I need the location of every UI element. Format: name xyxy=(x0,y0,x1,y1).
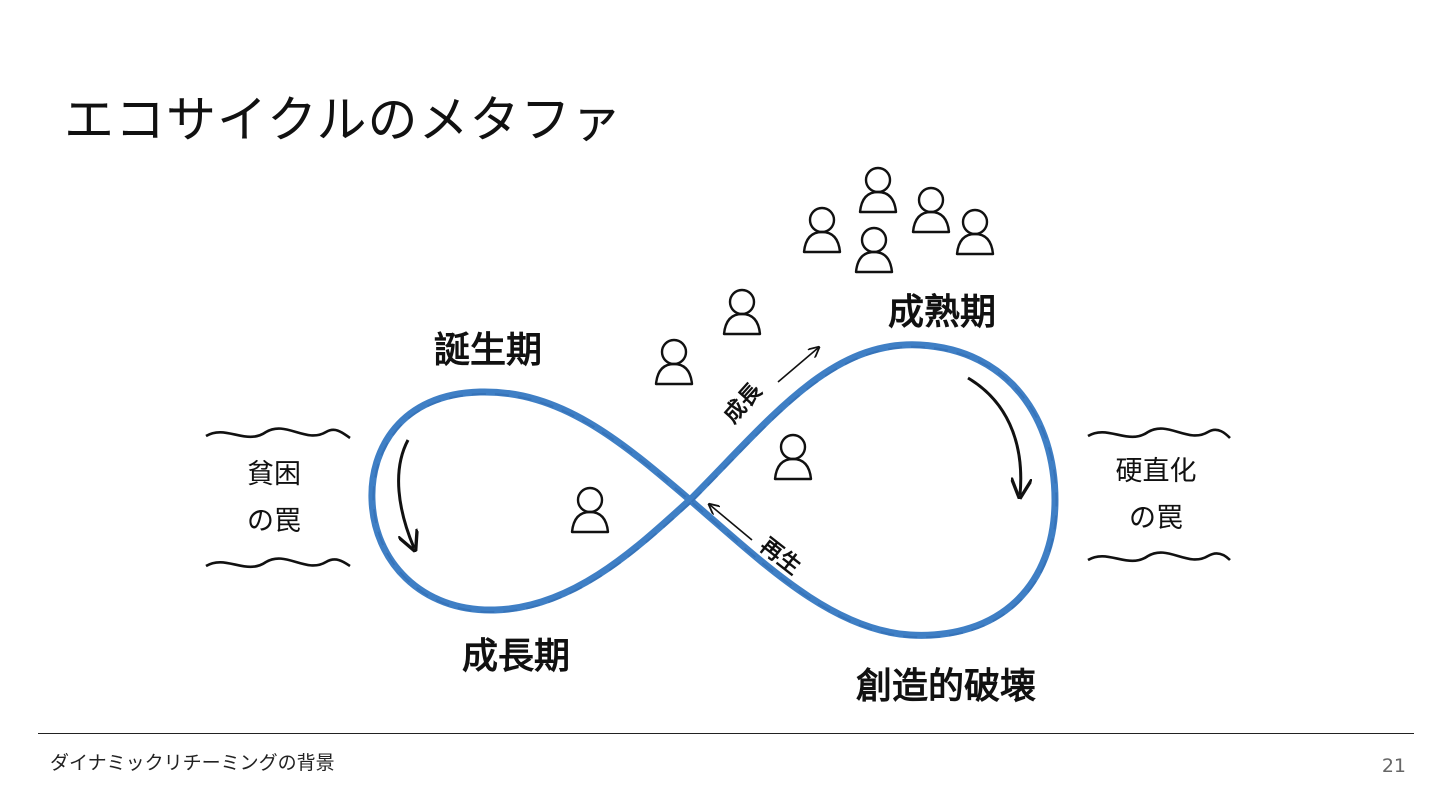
poverty-trap-line2: の罠 xyxy=(247,506,301,537)
stage-label-birth: 誕生期 xyxy=(434,330,542,371)
maturity-to-destruction-arrow xyxy=(967,376,1021,495)
person-icon xyxy=(773,433,813,481)
person-icon xyxy=(654,338,694,386)
growth-arrow-label: 成長 xyxy=(719,378,768,428)
rigidity-trap-line1: 硬直化 xyxy=(1116,456,1197,487)
person-icon xyxy=(911,186,951,234)
person-icon xyxy=(722,288,762,336)
birth-to-growth-arrow xyxy=(397,439,414,548)
renewal-arrow xyxy=(710,505,753,541)
person-icon xyxy=(955,208,995,256)
page-number: 21 xyxy=(1381,755,1406,777)
footer-divider xyxy=(38,733,1414,734)
footer-text: ダイナミックリチーミングの背景 xyxy=(50,752,335,774)
poverty-trap: 貧困 の罠 xyxy=(205,427,351,569)
rigidity-trap-line2: の罠 xyxy=(1129,503,1183,534)
stage-label-growth: 成長期 xyxy=(462,636,570,677)
person-icon xyxy=(802,206,842,254)
person-icon xyxy=(854,226,894,274)
stage-label-creative-destruction: 創造的破壊 xyxy=(856,666,1036,707)
poverty-trap-line1: 貧困 xyxy=(247,459,301,490)
growth-arrow xyxy=(777,348,818,383)
infinity-loop xyxy=(368,341,1059,639)
rigidity-trap: 硬直化 の罠 xyxy=(1087,427,1231,563)
person-icon xyxy=(858,166,898,214)
stage-label-maturity: 成熟期 xyxy=(888,292,996,333)
slide-title: エコサイクルのメタファ xyxy=(64,91,623,149)
person-icon xyxy=(570,486,610,534)
